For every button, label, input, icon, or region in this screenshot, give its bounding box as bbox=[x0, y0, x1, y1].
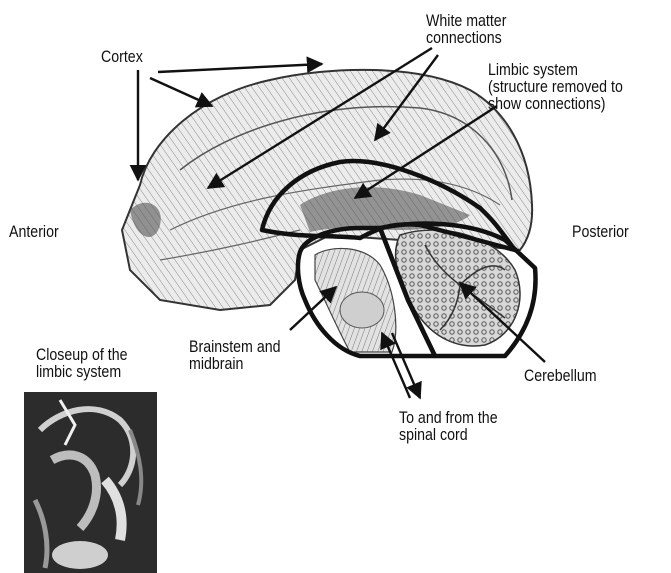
closeup-label: Closeup of the limbic system bbox=[36, 347, 128, 381]
posterior-label: Posterior bbox=[572, 224, 629, 241]
white-matter-label-line-2: connections bbox=[426, 30, 506, 47]
cerebellum-label-text: Cerebellum bbox=[524, 368, 597, 385]
brainstem-label: Brainstem and midbrain bbox=[189, 339, 280, 373]
brainstem-label-line-2: midbrain bbox=[189, 356, 280, 373]
limbic-label-line-2: (structure removed to bbox=[488, 79, 623, 96]
limbic-label-line-3: show connections) bbox=[488, 96, 623, 113]
white-matter-label: White matter connections bbox=[426, 13, 506, 47]
cortex-label-text: Cortex bbox=[101, 49, 143, 66]
white-matter-label-line-1: White matter bbox=[426, 13, 506, 30]
spinal-cord-label-line-2: spinal cord bbox=[399, 427, 498, 444]
closeup-photo bbox=[24, 392, 157, 573]
cortex-arrow-3 bbox=[158, 64, 322, 72]
limbic-label: Limbic system (structure removed to show… bbox=[488, 62, 623, 113]
spinal-cord-label-line-1: To and from the bbox=[399, 410, 498, 427]
closeup-label-line-2: limbic system bbox=[36, 364, 128, 381]
posterior-label-text: Posterior bbox=[572, 224, 629, 241]
cortex-arrow-2 bbox=[150, 78, 212, 106]
anterior-label: Anterior bbox=[9, 224, 59, 241]
cortex-label: Cortex bbox=[101, 49, 143, 66]
cerebellum-label: Cerebellum bbox=[524, 368, 597, 385]
spinal-cord-label: To and from the spinal cord bbox=[399, 410, 498, 444]
anterior-label-text: Anterior bbox=[9, 224, 59, 241]
closeup-label-line-1: Closeup of the bbox=[36, 347, 128, 364]
limbic-label-line-1: Limbic system bbox=[488, 62, 623, 79]
brainstem-label-line-1: Brainstem and bbox=[189, 339, 280, 356]
